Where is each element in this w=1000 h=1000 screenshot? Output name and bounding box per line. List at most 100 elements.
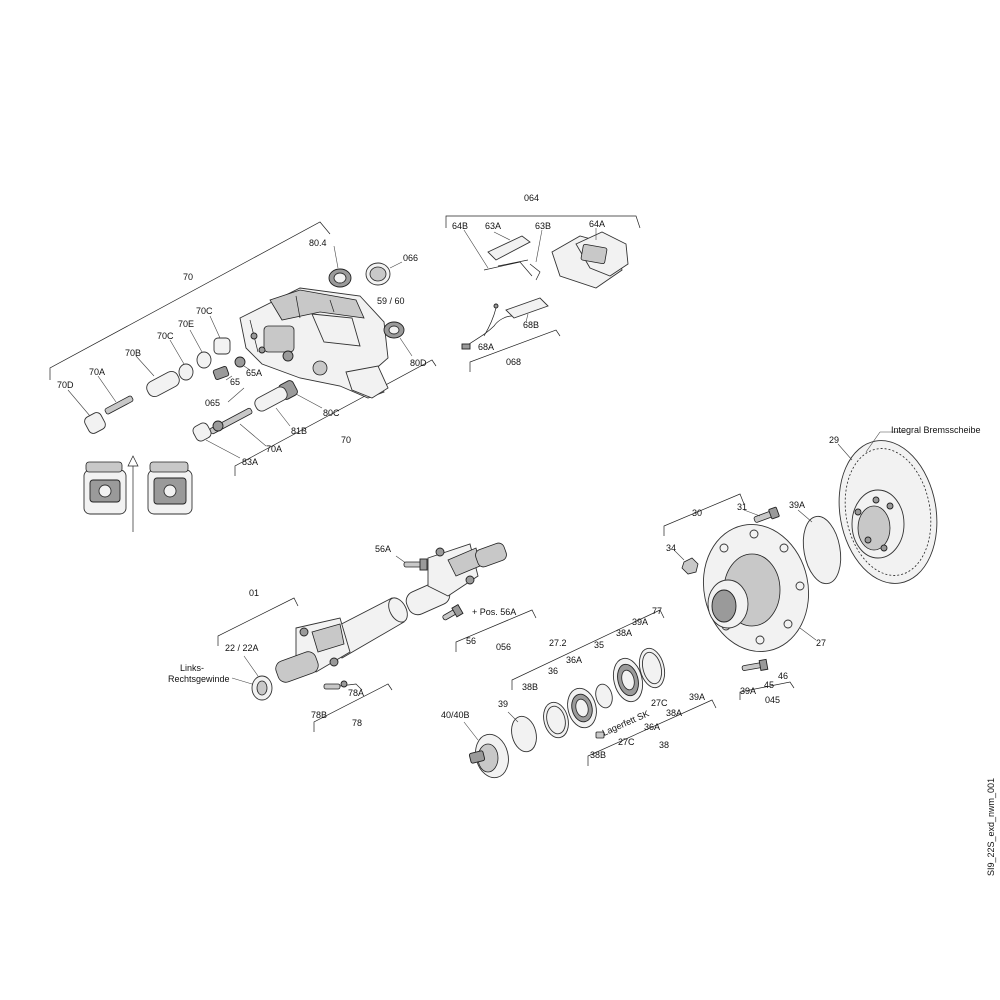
ring-36A: [595, 683, 613, 709]
bracket-27-2: [511, 609, 665, 690]
grease-tube: [595, 731, 605, 739]
label-56: 56: [466, 636, 476, 646]
bracket-056: [455, 609, 537, 652]
label-40-40B: 40/40B: [441, 710, 470, 720]
bushing-70C-right: [209, 315, 231, 355]
label-78: 78: [352, 718, 362, 728]
bracket-064: [445, 215, 641, 229]
label-78A: 78A: [348, 688, 364, 698]
label-27C-b: 27C: [618, 737, 635, 747]
bearing-36: [567, 687, 597, 729]
bracket-70-top: [49, 221, 331, 380]
label-39A-b: 39A: [689, 692, 705, 702]
label-39A-top: 39A: [789, 500, 805, 510]
caliper-group: [49, 221, 437, 476]
bracket-045: [739, 681, 795, 700]
label-59-60: 59 / 60: [377, 296, 405, 306]
bolt-56: [442, 604, 464, 621]
tube-70B: [135, 355, 180, 398]
label-46: 46: [778, 671, 788, 681]
label-065: 065: [205, 398, 220, 408]
label-78B: 78B: [311, 710, 327, 720]
seal-80-4: [328, 245, 352, 288]
label-83A: 83A: [242, 457, 258, 467]
label-70D: 70D: [57, 380, 74, 390]
label-68B: 68B: [523, 320, 539, 330]
guide-bolt-70A-lower: [209, 407, 267, 447]
springs-64B: [463, 229, 533, 277]
label-38: 38: [659, 740, 669, 750]
brake-pads-64A: [551, 228, 629, 289]
label-45: 45: [764, 680, 774, 690]
bleeder-65: [212, 366, 233, 381]
label-066: 066: [403, 253, 418, 263]
bushing-70C-left: [169, 339, 194, 381]
label-056: 056: [496, 642, 511, 652]
label-70C: 70C: [157, 331, 174, 341]
label-36A-b: 36A: [644, 722, 660, 732]
sensor-78: [323, 680, 363, 691]
label-39A-045: 39A: [740, 686, 756, 696]
bracket-78: [313, 683, 393, 732]
label-064: 064: [524, 193, 539, 203]
label-70C-2: 70C: [196, 306, 213, 316]
axle-stub-056: [395, 542, 507, 616]
label-30: 30: [692, 508, 702, 518]
label-64A: 64A: [589, 219, 605, 229]
label-27-2: 27.2: [549, 638, 567, 648]
label-38A: 38A: [616, 628, 632, 638]
seal-80D: [383, 321, 413, 357]
label-39: 39: [498, 699, 508, 709]
orientation-thumbnail: [83, 455, 193, 532]
label-80D: 80D: [410, 358, 427, 368]
label-38A-b: 38A: [666, 708, 682, 718]
label-38B: 38B: [522, 682, 538, 692]
cap-83A: [192, 422, 241, 459]
label-64B: 64B: [452, 221, 468, 231]
label-70-bottom: 70: [341, 435, 351, 445]
bracket-068: [469, 329, 561, 372]
bushing-70E: [189, 329, 212, 369]
bracket-01: [217, 597, 299, 646]
label-80C: 80C: [323, 408, 340, 418]
label-70A: 70A: [89, 367, 105, 377]
drawing-id: SI9_22S_exd_nwm_001: [986, 778, 996, 876]
label-29: 29: [829, 435, 839, 445]
label-70B: 70B: [125, 348, 141, 358]
hub-cap-40-40B: [463, 721, 509, 779]
label-65: 65: [230, 377, 240, 387]
label-56A: 56A: [375, 544, 391, 554]
guide-bolt-70A-upper: [97, 375, 134, 415]
label-rechtsgewinde: Rechtsgewinde: [168, 674, 230, 684]
bracket-70-bottom: [234, 359, 437, 476]
label-68A: 68A: [478, 342, 494, 352]
label-38B-b: 38B: [590, 750, 606, 760]
wear-sensor-68B: [505, 297, 549, 323]
label-81B: 81B: [291, 426, 307, 436]
label-56A-pos: + Pos. 56A: [472, 607, 516, 617]
label-65A: 65A: [246, 368, 262, 378]
ring-38B: [543, 701, 569, 739]
label-70A-2: 70A: [266, 444, 282, 454]
label-045: 045: [765, 695, 780, 705]
nut-34: [673, 549, 699, 575]
direction-arrow: [127, 455, 139, 532]
label-27C: 27C: [651, 698, 668, 708]
label-35: 35: [594, 640, 604, 650]
seal-ring-39: [507, 711, 537, 753]
label-63A: 63A: [485, 221, 501, 231]
label-links: Links-: [180, 663, 204, 673]
label-36A: 36A: [566, 655, 582, 665]
ring-38A: [638, 647, 666, 689]
label-70-top: 70: [183, 272, 193, 282]
bracket-38: [587, 699, 717, 766]
label-22-22A: 22 / 22A: [225, 643, 259, 653]
label-63B: 63B: [535, 221, 551, 231]
cap-65A: [234, 356, 251, 371]
wheel-hub-27: [702, 524, 817, 652]
pin-63B: [529, 229, 543, 281]
label-39A-r: 39A: [632, 617, 648, 627]
nut-22-22A: [231, 655, 273, 701]
tube-81B: [254, 386, 291, 427]
